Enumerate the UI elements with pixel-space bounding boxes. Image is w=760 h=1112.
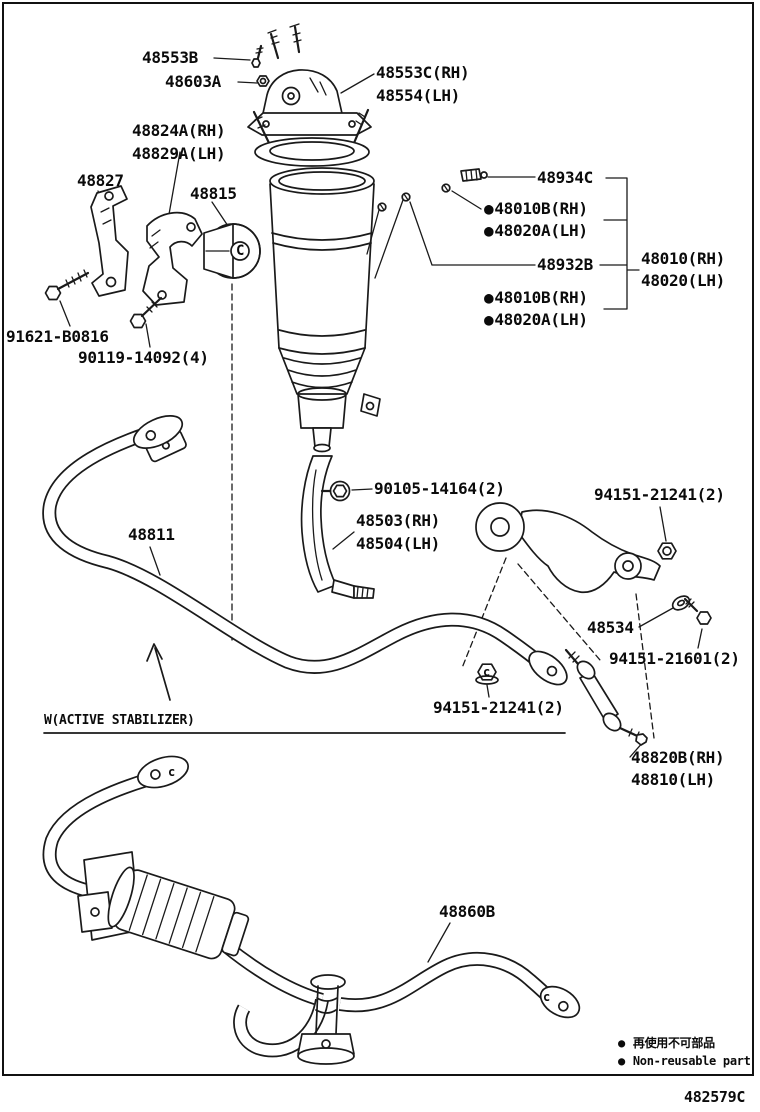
part-label-48020: 48020(LH) — [641, 271, 725, 290]
actuator-motor — [107, 866, 250, 960]
stabilizer-bar-48811-drawing — [42, 415, 568, 686]
active-stabilizer-caption: W(ACTIVE STABILIZER) — [44, 713, 195, 728]
nut-mark: c — [483, 665, 491, 679]
bar-end-eye — [137, 755, 189, 789]
upper-seat-drawing — [252, 108, 370, 167]
part-label-48010B-a: ●48010B(RH) — [484, 199, 588, 219]
part-number: 48010B(RH) — [494, 288, 588, 307]
non-reusable-bullet: ● — [484, 288, 494, 307]
stabilizer-link-48820B-drawing — [475, 648, 648, 746]
non-reusable-bullet: ● — [618, 1036, 625, 1050]
part-label-48932B: 48932B — [537, 255, 593, 274]
part-label-48504: 48504(LH) — [356, 534, 440, 553]
bar-end-eye — [539, 985, 581, 1019]
part-label-48824A: 48824A(RH) — [132, 121, 226, 140]
part-label-48553C: 48553C(RH) — [376, 63, 470, 82]
part-label-94151-21241-a: 94151-21241(2) — [594, 485, 725, 504]
bar-end-eye — [132, 415, 184, 449]
active-stabilizer-divider — [43, 643, 566, 734]
part-label-48010: 48010(RH) — [641, 249, 725, 268]
clamp-mark: c — [168, 765, 176, 779]
part-label-90119: 90119-14092(4) — [78, 348, 209, 367]
legend-text-en: Non-reusable part — [632, 1054, 751, 1068]
part-number: 48010B(RH) — [494, 199, 588, 218]
diagram-border — [2, 2, 754, 1076]
screws-48932B-drawing — [377, 183, 451, 212]
legend-text-jp: 再使用不可部品 — [632, 1036, 715, 1050]
part-label-48820B: 48820B(RH) — [631, 748, 725, 767]
legend-non-reusable-en: ● Non-reusable part — [618, 1054, 751, 1069]
part-number: 48020A(LH) — [494, 221, 588, 240]
bracket-48824A-drawing — [142, 211, 203, 306]
control-arm-drawing — [475, 502, 712, 625]
part-label-48534: 48534 — [587, 618, 634, 637]
non-reusable-bullet: ● — [618, 1054, 625, 1068]
bar-end-eye — [528, 650, 568, 686]
part-label-94151-21241-b: 94151-21241(2) — [433, 698, 564, 717]
air-suspension-strut-drawing — [269, 167, 381, 453]
shock-lower-link-48503-drawing — [300, 455, 375, 599]
non-reusable-bullet: ● — [484, 310, 494, 329]
clip-48934C-drawing — [460, 168, 488, 182]
bolt-91621-drawing — [44, 269, 90, 301]
part-label-48827: 48827 — [77, 171, 124, 190]
legend-non-reusable-jp: ● 再使用不可部品 — [618, 1036, 715, 1051]
part-label-48554: 48554(LH) — [376, 86, 460, 105]
part-label-48503: 48503(RH) — [356, 511, 440, 530]
bar-end-mark: c — [543, 990, 551, 1004]
figure-number: 482579C — [684, 1088, 746, 1106]
part-label-94151-21601: 94151-21601(2) — [609, 649, 740, 668]
bracket-48827-drawing — [90, 185, 129, 297]
part-label-48020A-a: ●48020A(LH) — [484, 221, 588, 241]
bushing-mark: C — [236, 243, 245, 259]
part-label-91621: 91621-B0816 — [6, 327, 109, 346]
non-reusable-bullet: ● — [484, 199, 494, 218]
part-label-48810: 48810(LH) — [631, 770, 715, 789]
part-label-48010B-b: ●48010B(RH) — [484, 288, 588, 308]
part-label-48020A-b: ●48020A(LH) — [484, 310, 588, 330]
part-number: 48020A(LH) — [494, 310, 588, 329]
part-label-48603A: 48603A — [165, 72, 221, 91]
part-label-48934C: 48934C — [537, 168, 593, 187]
actuator-link — [297, 974, 355, 1065]
part-label-90105: 90105-14164(2) — [374, 479, 505, 498]
bushing-48815-drawing — [203, 223, 261, 279]
top-mount-bolts-drawing — [251, 23, 302, 87]
part-label-48811: 48811 — [128, 525, 175, 544]
bolt-90119-drawing — [129, 296, 163, 329]
suspension-support-drawing — [247, 69, 372, 136]
non-reusable-bullet: ● — [484, 221, 494, 240]
part-label-48860B: 48860B — [439, 902, 495, 921]
up-arrow-icon — [146, 643, 171, 701]
part-label-48829A: 48829A(LH) — [132, 144, 226, 163]
leader-lines — [59, 57, 703, 963]
active-stabilizer-bar-48860B-drawing — [42, 755, 581, 1065]
part-label-48815: 48815 — [190, 184, 237, 203]
part-label-48553B: 48553B — [142, 48, 198, 67]
